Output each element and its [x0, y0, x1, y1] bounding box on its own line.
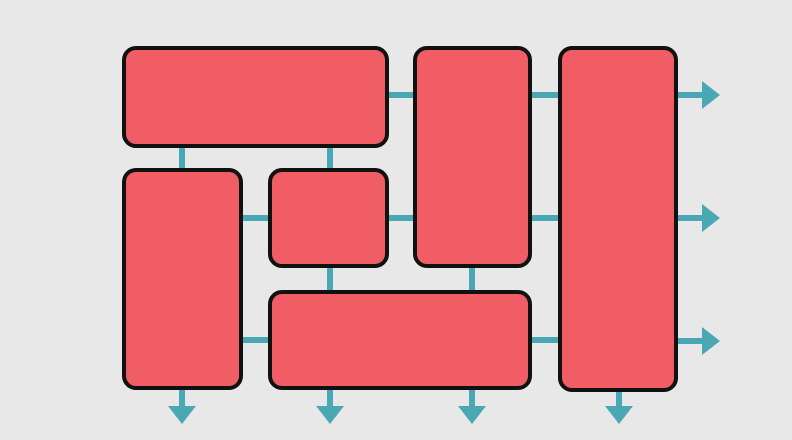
block-tall-left	[122, 168, 243, 390]
connectors	[179, 92, 704, 410]
blocks	[122, 46, 678, 392]
arrow-right-icon	[702, 327, 720, 355]
block-small-center	[268, 168, 389, 268]
block-wide-bottom	[268, 290, 532, 390]
arrowheads	[168, 81, 720, 424]
arrow-right-icon	[702, 204, 720, 232]
block-tall-middle	[413, 46, 532, 268]
block-wide-top	[122, 46, 389, 148]
arrow-down-icon	[605, 406, 633, 424]
arrow-down-icon	[458, 406, 486, 424]
arrow-right-icon	[702, 81, 720, 109]
arrow-down-icon	[316, 406, 344, 424]
block-tall-right	[558, 46, 678, 392]
arrow-down-icon	[168, 406, 196, 424]
